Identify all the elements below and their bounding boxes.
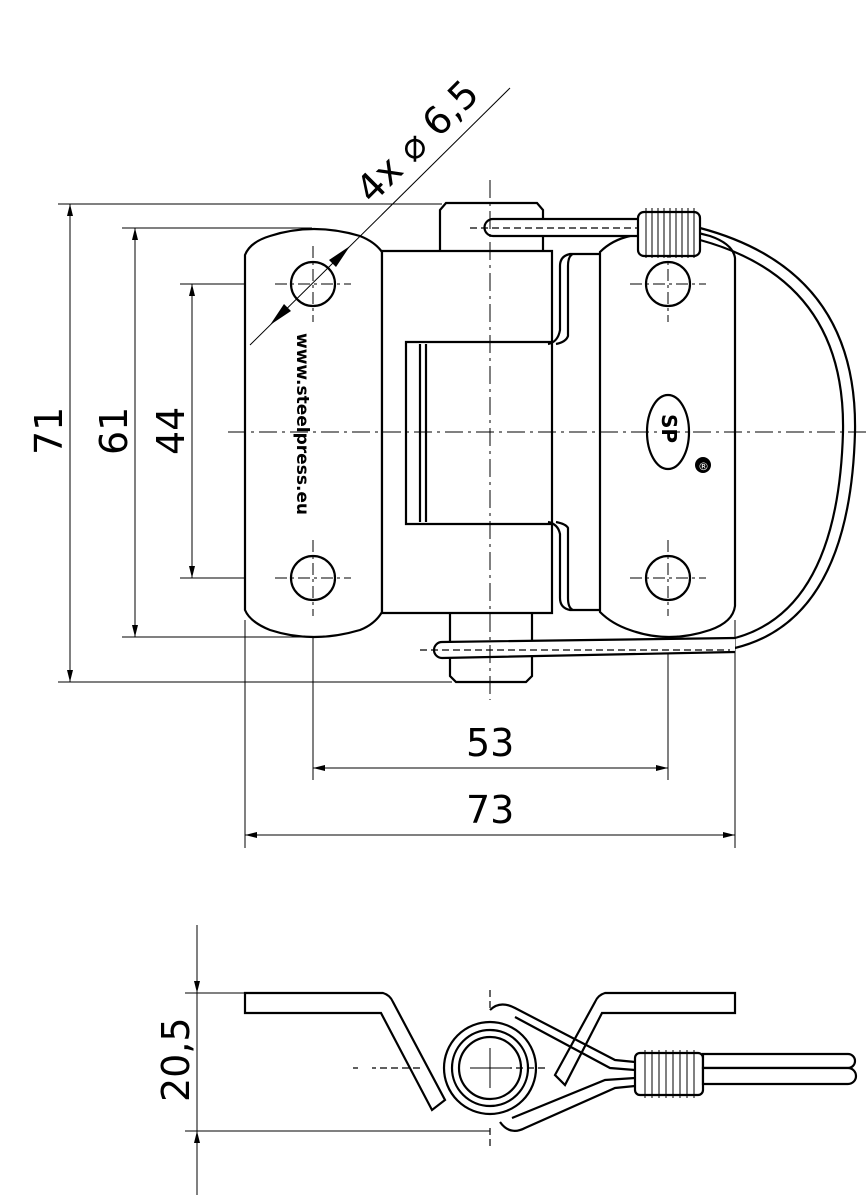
dim-20-5: 20,5 [154, 1017, 198, 1102]
dim-61: 61 [92, 407, 136, 455]
inner-knuckle [418, 342, 554, 524]
spring-coil-side [633, 1050, 705, 1098]
leaf-website-text: www.steelpress.eu [292, 333, 312, 515]
dim-holes: 4x ⌀ 6,5 [347, 71, 487, 211]
right-knuckle-strip [547, 252, 600, 612]
left-flat-leaf [243, 991, 447, 1112]
spring-wire [420, 208, 857, 660]
registered-mark: ® [698, 460, 709, 473]
hinge-body [380, 249, 554, 615]
top-view: www.steelpress.eu SP ® 71 61 44 53 73 4x… [27, 71, 866, 848]
side-view: 20,5 [154, 925, 858, 1195]
spring-leg-upper [701, 1052, 857, 1070]
brand-logo: SP ® [645, 393, 711, 473]
spring-coil [636, 208, 702, 258]
logo-text: SP [657, 414, 681, 443]
extension-lines [58, 203, 736, 848]
wire-loop-side [489, 1003, 636, 1133]
spring-leg-lower [701, 1066, 858, 1086]
dim-71: 71 [27, 407, 71, 455]
dim-73: 73 [466, 788, 514, 832]
dim-53: 53 [466, 721, 514, 765]
dim-44: 44 [149, 407, 193, 455]
hole-diameter-leader [249, 87, 511, 346]
right-flat-leaf [553, 991, 737, 1087]
mounting-holes [275, 246, 706, 616]
